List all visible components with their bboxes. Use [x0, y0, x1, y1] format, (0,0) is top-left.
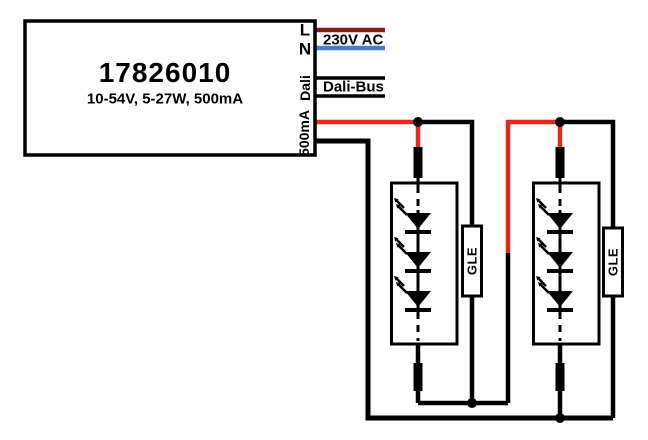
gle2-box [602, 226, 624, 298]
led-module1-box [390, 181, 459, 346]
gle1-label: GLE [464, 246, 480, 276]
driver-model: 17826010 [98, 57, 232, 88]
terminal-label-500ma: 500mA [296, 110, 312, 156]
led-icon [392, 274, 433, 312]
wire-connector [555, 363, 565, 391]
led-icon [534, 235, 575, 273]
terminal-label-l: L [299, 20, 311, 40]
junction-dot [413, 117, 423, 127]
driver-box [23, 19, 317, 157]
output-return-wire [313, 138, 613, 421]
wire-connector [555, 147, 565, 178]
terminal-label-dali: Dali [297, 75, 313, 101]
led-module2-box [532, 181, 601, 346]
label-dali-bus: Dali-Bus [323, 78, 384, 96]
led-icon [392, 235, 433, 273]
gle1-box [461, 224, 483, 298]
driver-specs: 10-54V, 5-27W, 500mA [86, 90, 244, 108]
gle2-feed-wire [560, 119, 616, 230]
gle2-label: GLE [605, 247, 621, 277]
led-icon [534, 196, 575, 234]
junction-dot [555, 413, 565, 423]
junction-dot [467, 398, 477, 408]
led-icon [534, 274, 575, 312]
junction-dot [555, 117, 565, 127]
wire-connector [413, 147, 423, 178]
terminal-label-n: N [298, 39, 312, 59]
gle1-feed-wire [418, 119, 475, 228]
series-link-red [505, 119, 560, 253]
label-230v-ac: 230V AC [323, 31, 384, 49]
led-icon [392, 196, 433, 234]
wire-connector [413, 363, 423, 391]
